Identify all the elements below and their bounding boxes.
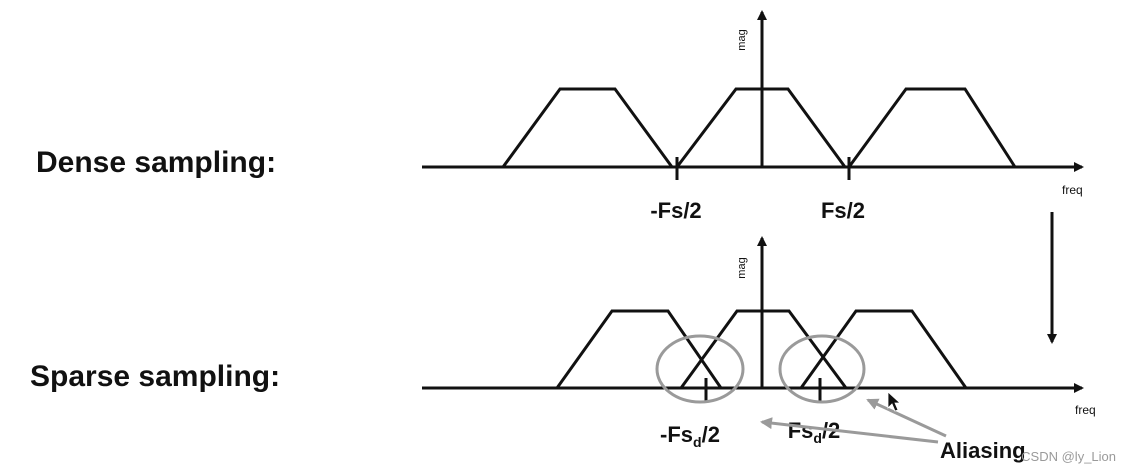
sparse-mag-label: mag [736,257,748,278]
sparse-spectrum [422,236,1084,402]
aliasing-circle-right [778,334,866,404]
cursor-icon [887,391,902,412]
aliasing-arrow-right [866,398,947,438]
dense-sampling-label: Dense sampling: [36,146,277,179]
dense-spectrum [422,10,1084,180]
sparse-replica-center [679,309,848,389]
dense-tick-label-right: Fs/2 [821,198,865,223]
dense-mag-label: mag [736,29,748,50]
dense-replica-center [675,87,847,168]
dense-replica-right [847,87,1017,168]
aliasing-circle-left [655,334,745,404]
sparse-tick-label-left: -Fsd/2 [660,422,720,450]
watermark: CSDN @ly_Lion [1021,449,1116,464]
sparse-tick-label-right: Fsd/2 [788,418,841,446]
sparse-sampling-label: Sparse sampling: [30,360,281,393]
dense-tick-label-left: -Fs/2 [650,198,701,223]
sparse-replica-right [799,309,968,389]
dense-freq-label: freq [1062,183,1083,197]
sparse-freq-label: freq [1075,403,1096,417]
sparse-replica-left [555,309,723,389]
aliasing-arrow-left [760,417,939,444]
dense-replica-left [501,87,674,168]
aliasing-label: Aliasing [940,438,1026,463]
